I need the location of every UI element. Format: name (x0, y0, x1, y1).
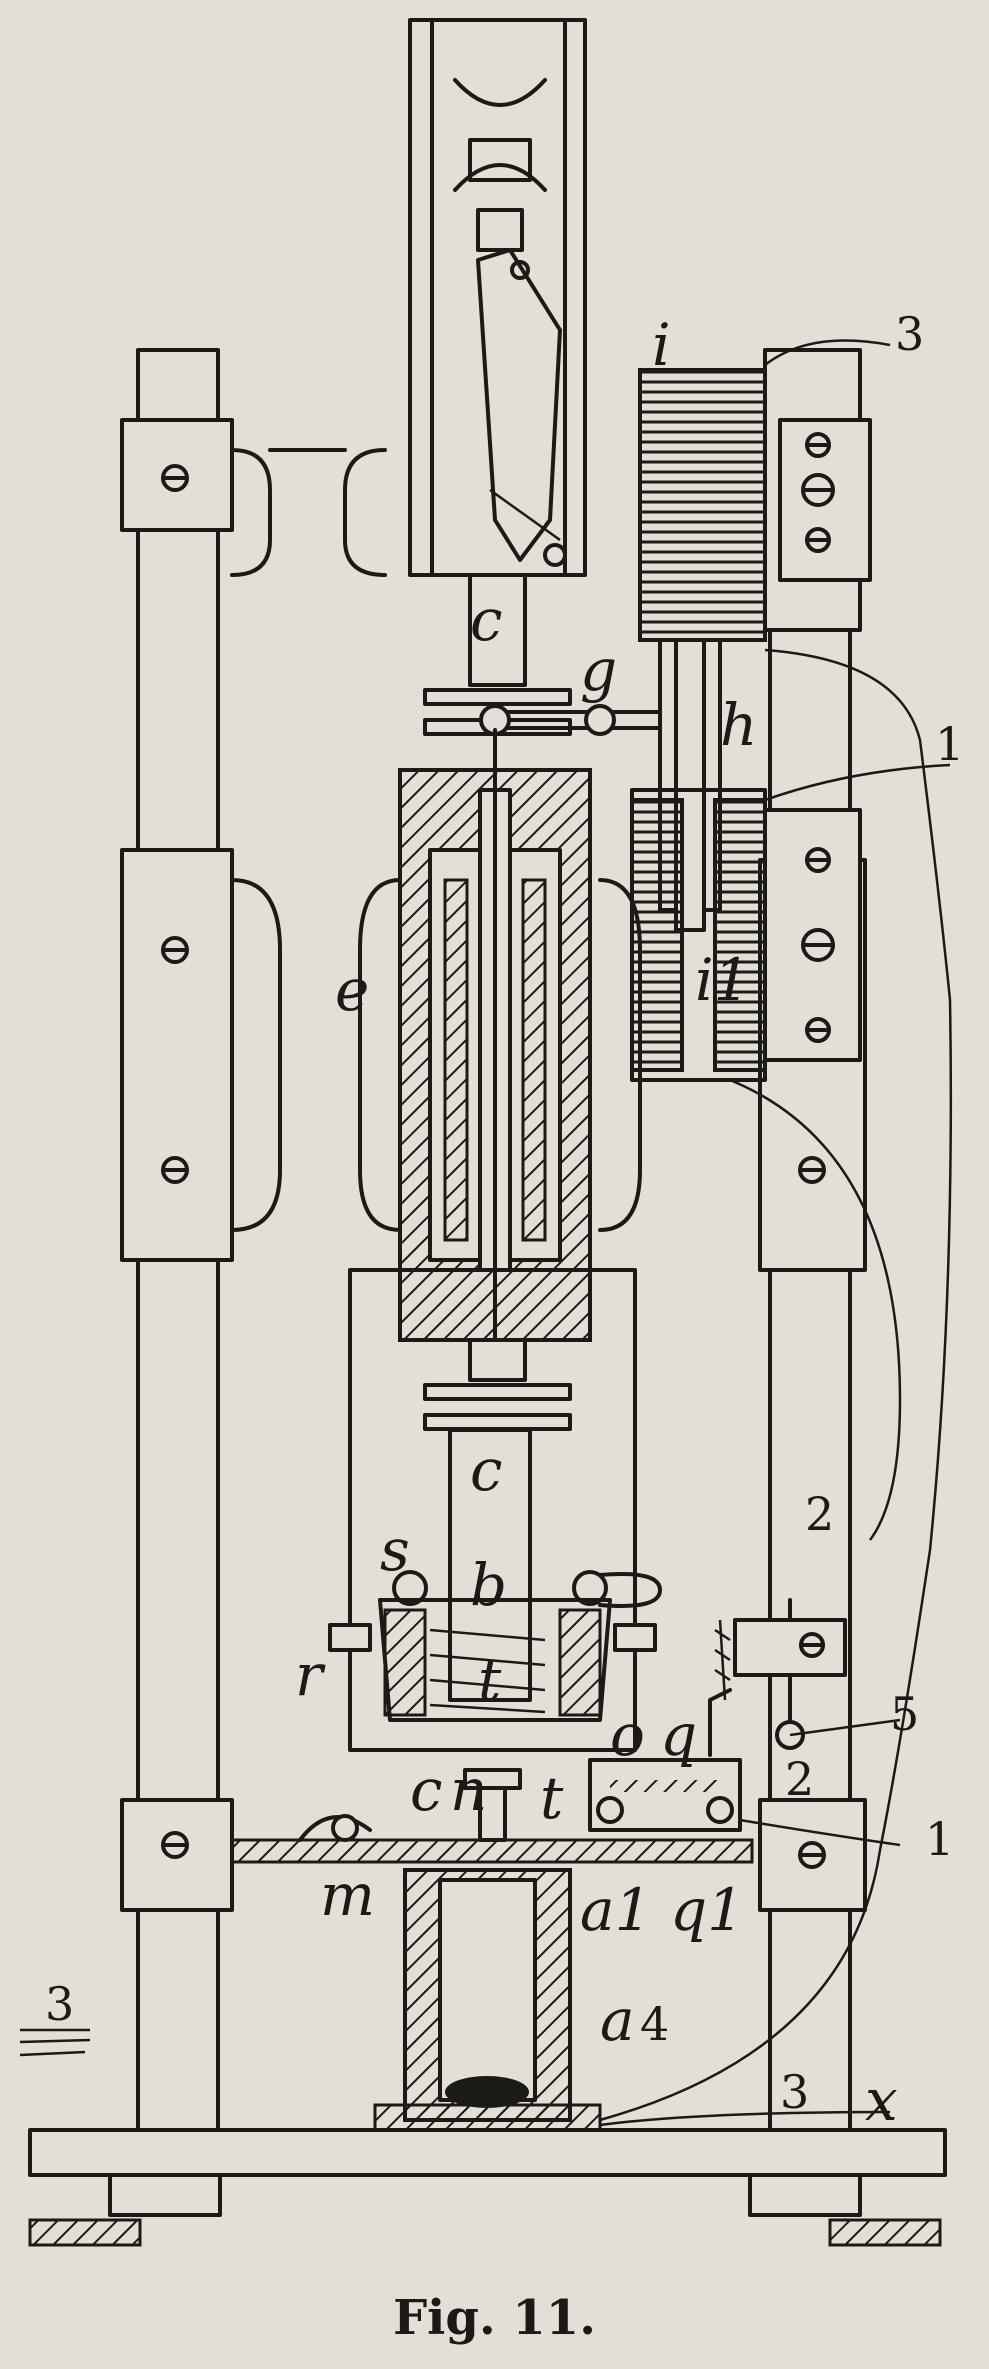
wiring (19, 339, 953, 2127)
wire-label-2-mid: 2 (805, 1487, 834, 1541)
slide-table (230, 1598, 847, 1864)
top-guide-frame (408, 18, 587, 577)
base-plate (28, 2128, 947, 2247)
left-column (120, 348, 234, 2132)
label-o: o (610, 1701, 645, 1769)
label-e: e (335, 956, 369, 1024)
label-t: t (478, 1646, 502, 1714)
labels: i i1 c g h e c s b r t c n t o q m a1 q1… (45, 307, 964, 2134)
cylinder-e (398, 728, 592, 1431)
label-x: x (865, 2066, 898, 2134)
label-c-mid: c (470, 1436, 502, 1504)
label-b: b (470, 1551, 507, 1619)
pot-a (373, 1868, 602, 2132)
label-i: i (652, 311, 671, 379)
label-i1: i1 (695, 946, 750, 1014)
lower-frame (328, 1268, 662, 1752)
magnet-i (638, 348, 872, 932)
magnet-i1 (630, 788, 862, 1082)
label-c-lower: c (410, 1756, 442, 1824)
upper-rod (468, 573, 527, 687)
label-h: h (720, 691, 757, 759)
label-a1: a1 (580, 1876, 651, 1944)
label-s: s (380, 1516, 410, 1584)
label-n: n (450, 1756, 487, 1824)
label-a: a (600, 1986, 635, 2054)
wire-label-3-base: 3 (780, 2065, 809, 2119)
label-c-upper: c (470, 586, 502, 654)
wire-label-1-top: 1 (935, 717, 964, 771)
cross-arms (230, 448, 642, 1232)
wire-label-2-low: 2 (785, 1752, 814, 1806)
wire-label-4: 4 (640, 1997, 669, 2051)
label-t-lower: t (540, 1764, 564, 1832)
wire-label-3-top: 3 (895, 307, 924, 361)
label-r: r (295, 1641, 326, 1709)
label-q1: q1 (670, 1876, 744, 1944)
label-g: g (580, 636, 617, 704)
wire-label-1-low: 1 (925, 1812, 954, 1866)
wire-label-5: 5 (890, 1687, 919, 1741)
label-q: q (660, 1701, 697, 1769)
figure-caption: Fig. 11. (393, 2290, 596, 2346)
label-m: m (320, 1861, 375, 1929)
wire-label-3-left: 3 (45, 1977, 74, 2031)
